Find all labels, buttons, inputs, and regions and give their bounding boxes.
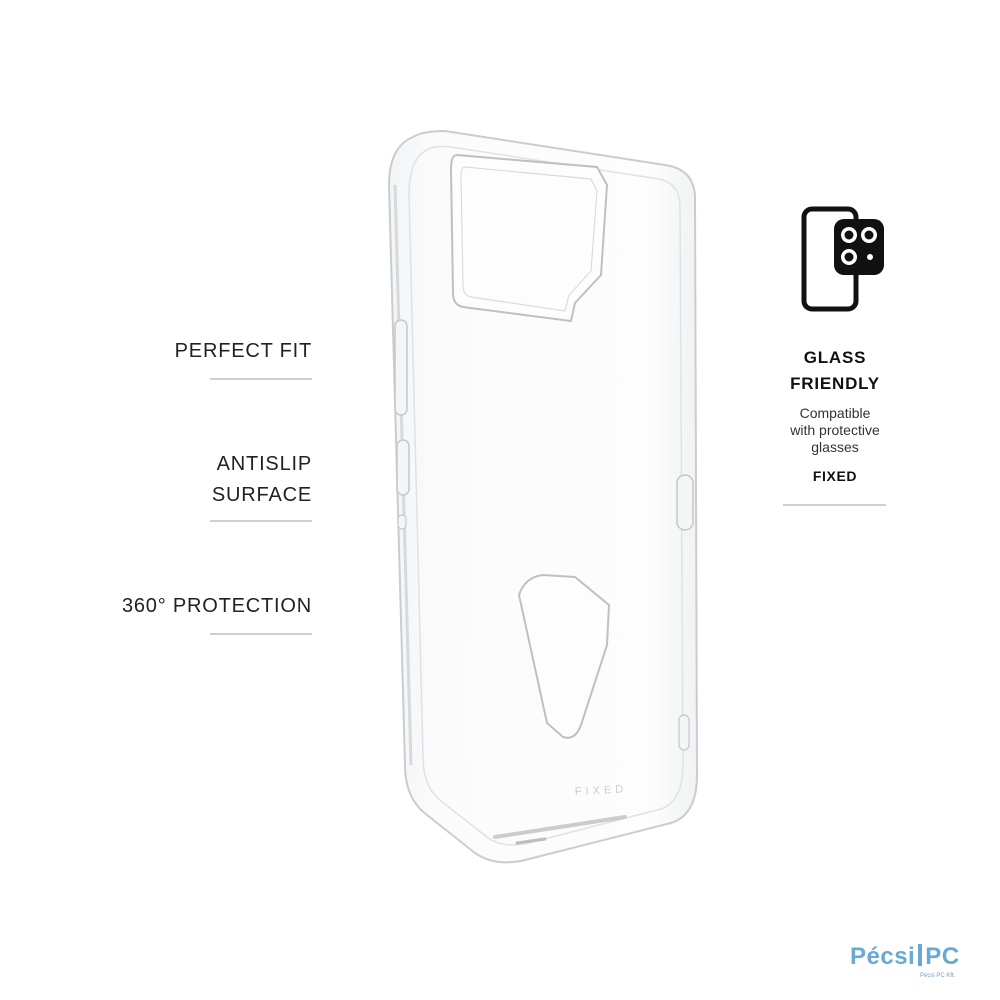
glass-friendly-divider <box>783 504 886 506</box>
glass-desc-line: with protective <box>790 422 880 438</box>
watermark-logo: Pécsi PC <box>850 943 960 971</box>
glass-desc-line: Compatible <box>799 405 871 421</box>
glass-title-line: FRIENDLY <box>790 374 880 393</box>
glass-friendly-title: GLASS FRIENDLY <box>760 345 910 397</box>
glass-desc-line: glasses <box>811 439 859 455</box>
feature-label: PERFECT FIT <box>174 340 312 362</box>
phone-with-camera-glass-icon <box>801 206 884 312</box>
feature-divider <box>210 520 312 522</box>
glass-friendly-description: Compatible with protective glasses <box>760 405 910 456</box>
feature-perfect-fit: PERFECT FIT <box>52 336 312 367</box>
feature-antislip-surface: ANTISLIP SURFACE <box>52 449 312 511</box>
pecsi-pc-watermark: Pécsi PC Pécsi PC Kft. <box>850 943 980 983</box>
feature-360-protection: 360° PROTECTION <box>52 591 312 622</box>
feature-divider <box>210 378 312 380</box>
feature-divider <box>210 633 312 635</box>
watermark-text-left: Pécsi <box>850 943 916 970</box>
feature-label: 360° PROTECTION <box>121 595 312 617</box>
watermark-text-right: PC <box>925 943 960 970</box>
feature-label: ANTISLIP <box>216 453 312 475</box>
watermark-subtext: Pécsi PC Kft. <box>920 973 956 979</box>
watermark-tower-icon <box>918 944 923 966</box>
glass-friendly-brand: FIXED <box>812 468 858 484</box>
case-logo: FIXED <box>575 783 628 798</box>
clear-phone-case-icon: FIXED <box>387 129 699 864</box>
feature-label: SURFACE <box>211 484 312 506</box>
glass-title-line: GLASS <box>803 348 867 367</box>
